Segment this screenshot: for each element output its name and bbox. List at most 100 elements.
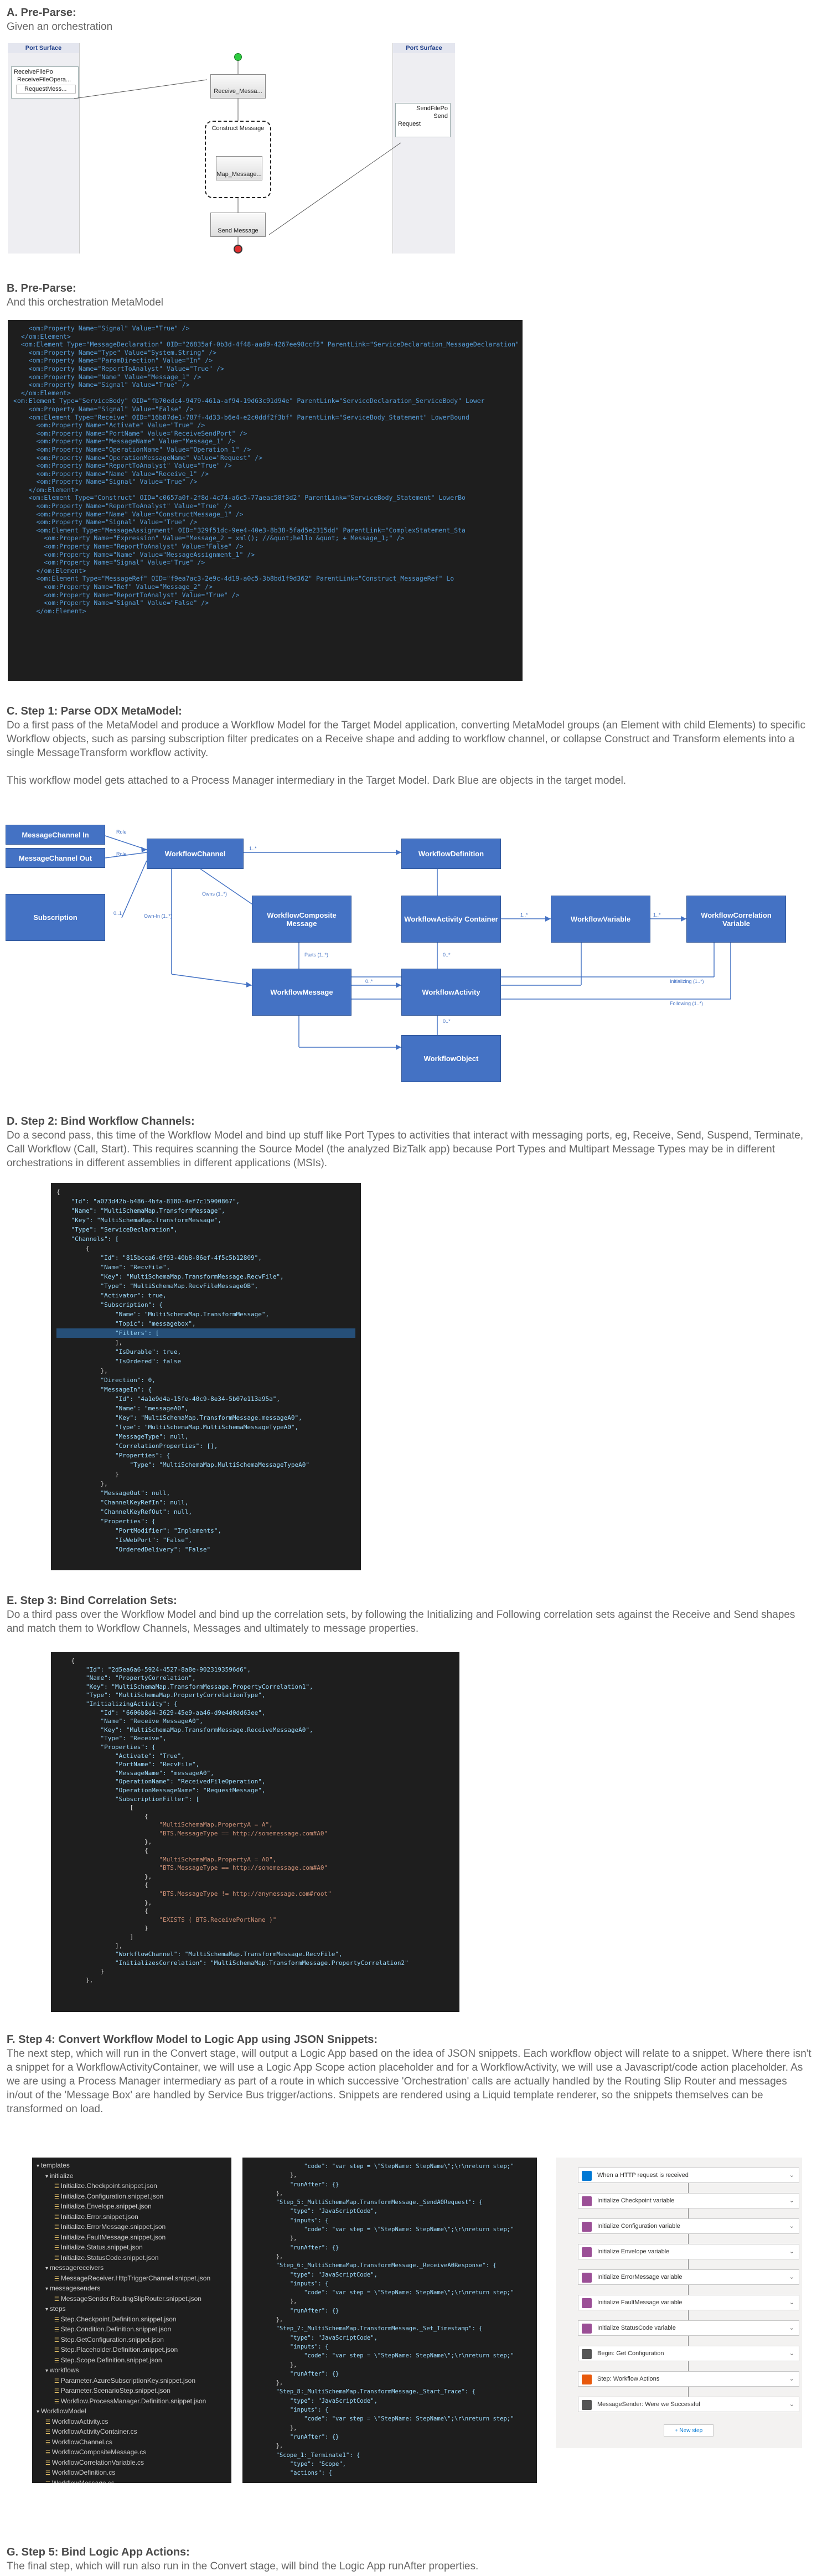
tree-folder[interactable]: ▾ steps — [32, 2304, 231, 2315]
chevron-down-icon: ⌄ — [789, 2172, 794, 2179]
code-line: "Id": "2d5ea6a6-5924-4527-8a8e-902319359… — [56, 1665, 251, 1673]
tree-folder[interactable]: ▾ messagesenders — [32, 2284, 231, 2294]
file-icon: ☰ — [54, 2255, 61, 2262]
tree-folder[interactable]: ▾ WorkflowModel — [32, 2407, 231, 2417]
code-line: { — [56, 1188, 60, 1196]
tree-file[interactable]: ☰ Parameter.ScenarioStep.snippet.json — [32, 2386, 231, 2397]
box-messagechannel-in: MessageChannel In — [6, 825, 105, 845]
map-shape-label: Map_Message... — [216, 171, 262, 178]
tree-item-label: Initialize.Envelope.snippet.json — [60, 2202, 152, 2210]
logic-app-step[interactable]: Initialize ErrorMessage variable⌄ — [578, 2269, 799, 2285]
metamodel-code: <om:Property Name="Signal" Value="True" … — [8, 320, 523, 681]
tree-file[interactable]: ☰ Initialize.StatusCode.snippet.json — [32, 2253, 231, 2264]
map-shape[interactable]: Map_Message... — [216, 156, 262, 180]
logic-app-step[interactable]: Initialize FaultMessage variable⌄ — [578, 2295, 799, 2310]
logic-app-step[interactable]: Initialize StatusCode variable⌄ — [578, 2320, 799, 2336]
flow-arrow-icon — [688, 2361, 689, 2371]
tree-file[interactable]: ☰ Step.Scope.Definition.snippet.json — [32, 2356, 231, 2366]
code-line: </om:Element> — [13, 485, 79, 494]
tree-item-label: Initialize.Status.snippet.json — [60, 2243, 143, 2251]
code-line: "InitializesCorrelation": "MultiSchemaMa… — [56, 1959, 409, 1967]
code-line: "Name": "MultiSchemaMap.TransformMessage… — [56, 1207, 225, 1214]
code-line: <om:Property Name="ReportToAnalyst" Valu… — [13, 462, 232, 470]
tree-file[interactable]: ☰ Initialize.ErrorMessage.snippet.json — [32, 2222, 231, 2233]
section-e: E. Step 3: Bind Correlation Sets: Do a t… — [7, 1594, 815, 1636]
tree-file[interactable]: ☰ Initialize.Status.snippet.json — [32, 2243, 231, 2253]
tree-file[interactable]: ☰ Step.GetConfiguration.snippet.json — [32, 2335, 231, 2346]
tree-file[interactable]: ☰ MessageSender.RoutingSlipRouter.snippe… — [32, 2294, 231, 2305]
tree-file[interactable]: ☰ WorkflowMessage.cs — [32, 2479, 231, 2484]
receive-port-operation: ReceiveFileOpera... — [17, 76, 71, 83]
section-g: G. Step 5: Bind Logic App Actions: The f… — [7, 2545, 815, 2573]
assoc-label-own-in: Own-In (1..*) — [144, 913, 173, 919]
send-shape[interactable]: Send Message — [210, 213, 266, 237]
tree-item-label: Parameter.ScenarioStep.snippet.json — [60, 2387, 170, 2394]
tree-folder[interactable]: ▾ workflows — [32, 2366, 231, 2376]
tree-file[interactable]: ☰ MessageReceiver.HttpTriggerChannel.sni… — [32, 2274, 231, 2284]
tree-file[interactable]: ☰ Initialize.Envelope.snippet.json — [32, 2202, 231, 2212]
box-workflow-composite-message: WorkflowComposite Message — [252, 896, 351, 943]
logic-app-step-label: Initialize Envelope variable — [597, 2248, 670, 2255]
tree-file[interactable]: ☰ Initialize.Error.snippet.json — [32, 2212, 231, 2223]
code-line: }, — [248, 2298, 297, 2305]
send-port[interactable]: SendFilePo Send Request — [395, 103, 451, 137]
tree-file[interactable]: ☰ Workflow.ProcessManager.Definition.sni… — [32, 2397, 231, 2407]
tree-folder[interactable]: ▾ messagereceivers — [32, 2263, 231, 2274]
code-line: <om:Element Type="Receive" OID="16b87de1… — [13, 413, 469, 421]
code-line: "MessageIn": { — [56, 1386, 152, 1393]
receive-port[interactable]: ReceiveFilePo ReceiveFileOpera... Reques… — [11, 66, 79, 99]
chevron-down-icon: ⌄ — [789, 2350, 794, 2357]
logic-app-step-label: When a HTTP request is received — [597, 2172, 689, 2179]
code-line: "Key": "MultiSchemaMap.TransformMessage.… — [56, 1414, 302, 1421]
assoc-label-variables: 1..* — [520, 912, 528, 918]
tree-file[interactable]: ☰ Step.Checkpoint.Definition.snippet.jso… — [32, 2315, 231, 2325]
file-icon: ☰ — [54, 2184, 61, 2190]
chevron-down-icon: ⌄ — [789, 2248, 794, 2255]
tree-item-label: WorkflowMessage.cs — [51, 2479, 115, 2484]
tree-file[interactable]: ☰ WorkflowCompositeMessage.cs — [32, 2448, 231, 2458]
send-port-name: SendFilePo — [416, 105, 448, 112]
tree-file[interactable]: ☰ Step.Condition.Definition.snippet.json — [32, 2325, 231, 2335]
section-a: A. Pre-Parse: Given an orchestration — [7, 6, 815, 34]
construct-shape[interactable]: Construct Message Map_Message... — [205, 121, 271, 198]
tree-file[interactable]: ☰ Initialize.Checkpoint.snippet.json — [32, 2181, 231, 2192]
code-line: "runAfter": {} — [248, 2244, 339, 2251]
section-a-title: A. Pre-Parse: — [7, 7, 76, 19]
action-icon — [582, 2273, 592, 2283]
tree-file[interactable]: ☰ Initialize.FaultMessage.snippet.json — [32, 2233, 231, 2243]
code-line: "Scope_1:_Terminate1": { — [248, 2451, 360, 2459]
code-line: }, — [248, 2190, 283, 2197]
tree-file[interactable]: ☰ WorkflowDefinition.cs — [32, 2468, 231, 2479]
code-line: "type": "JavaScriptCode", — [248, 2397, 378, 2404]
tree-file[interactable]: ☰ WorkflowActivityContainer.cs — [32, 2427, 231, 2438]
code-line: <om:Property Name="Signal" Value="True" … — [13, 478, 198, 486]
tree-file[interactable]: ☰ Step.Placeholder.Definition.snippet.js… — [32, 2345, 231, 2356]
tree-file[interactable]: ☰ WorkflowActivity.cs — [32, 2417, 231, 2428]
logic-app-step[interactable]: Initialize Envelope variable ⌄ — [578, 2244, 799, 2259]
tree-folder[interactable]: ▾ templates — [32, 2161, 231, 2171]
logic-app-step[interactable]: Initialize Checkpoint variable⌄ — [578, 2193, 799, 2208]
assoc-label-subscription: 0..1 — [113, 911, 122, 916]
logic-app-step[interactable]: Initialize Configuration variable⌄ — [578, 2218, 799, 2234]
logic-app-step[interactable]: MessageSender: Were we Successful⌄ — [578, 2397, 799, 2412]
code-line: "Name": "RecvFile", — [56, 1264, 170, 1271]
code-line: "OrderedDelivery": "False" — [56, 1546, 211, 1553]
code-line: }, — [56, 1367, 108, 1374]
code-line: "SubscriptionFilter": [ — [56, 1795, 200, 1803]
tree-file[interactable]: ☰ WorkflowCorrelationVariable.cs — [32, 2458, 231, 2469]
tree-folder[interactable]: ▾ initialize — [32, 2171, 231, 2182]
code-line: }, — [56, 1976, 94, 1984]
code-line: }, — [248, 2443, 283, 2450]
chevron-down-icon: ▾ — [45, 2368, 50, 2374]
tree-file[interactable]: ☰ Initialize.Configuration.snippet.json — [32, 2192, 231, 2202]
tree-file[interactable]: ☰ Parameter.AzureSubscriptionKey.snippet… — [32, 2376, 231, 2387]
new-step-button[interactable]: + New step — [664, 2424, 714, 2437]
receive-shape[interactable]: Receive_Messa... — [210, 74, 266, 99]
logic-app-step[interactable]: Step: Workflow Actions⌄ — [578, 2371, 799, 2387]
logic-app-step[interactable]: When a HTTP request is received ⌄ — [578, 2168, 799, 2183]
logic-app-step-label: MessageSender: Were we Successful — [597, 2401, 700, 2408]
action-icon — [582, 2222, 592, 2232]
tree-file[interactable]: ☰ WorkflowChannel.cs — [32, 2438, 231, 2448]
logic-app-step[interactable]: Begin: Get Configuration⌄ — [578, 2346, 799, 2361]
end-shape — [234, 245, 242, 254]
